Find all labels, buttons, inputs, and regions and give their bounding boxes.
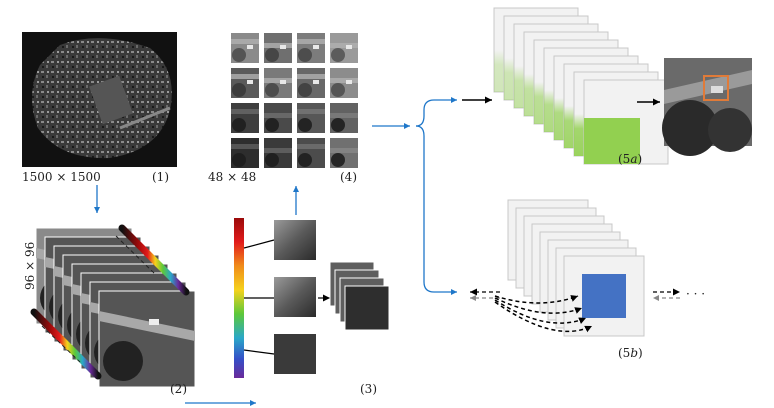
detection-box: [703, 75, 729, 101]
band-stack: [329, 261, 390, 331]
tile-1-0: [231, 68, 259, 98]
spectrum-bar-top: [118, 224, 190, 296]
crop-layer: [98, 290, 196, 388]
tile-0-3: [330, 33, 358, 63]
step-4-label: (4): [340, 170, 357, 184]
tile-1-1: [264, 68, 292, 98]
tile-0-0: [231, 33, 259, 63]
tile-3-0: [231, 138, 259, 168]
tile-2-0: [231, 103, 259, 133]
full-size-label: 1500 × 1500: [22, 170, 101, 184]
crop-stack: 96 × 96: [23, 224, 196, 388]
band-image-2: [274, 277, 316, 317]
branch-to-5a: [415, 97, 457, 127]
step-2-label: (2): [170, 382, 187, 396]
band-image-3: [274, 334, 316, 374]
band-image-1: [274, 220, 316, 260]
cnn-feature-stack: [493, 7, 669, 165]
cnn-layer: [583, 79, 669, 165]
branch-to-5b: [415, 125, 457, 295]
recurrent-feature-stack: [507, 199, 645, 337]
full-aerial-image: [22, 32, 177, 167]
tile-0-2: [297, 33, 325, 63]
step-5b-label: (5b): [618, 346, 643, 360]
crop-size-label: 96 × 96: [23, 242, 37, 290]
band-layer: [344, 285, 390, 331]
spectrum-bar-bottom: [30, 308, 102, 380]
crop-layers: [35, 227, 196, 388]
tile-grid: [231, 33, 358, 168]
recurrent-layer: [563, 255, 645, 337]
detection-result-image: [662, 58, 752, 156]
step-3-label: (3): [360, 382, 377, 396]
tile-3-2: [297, 138, 325, 168]
tile-size-label: 48 × 48: [208, 170, 256, 184]
spectral-decomposition: [234, 218, 390, 378]
tile-3-1: [264, 138, 292, 168]
step-1-label: (1): [152, 170, 169, 184]
tile-2-1: [264, 103, 292, 133]
spectrum-bar-icon: [234, 218, 244, 378]
tile-1-3: [330, 68, 358, 98]
tile-2-3: [330, 103, 358, 133]
recurrent-connections: [494, 295, 593, 333]
ellipsis-label: · · ·: [686, 287, 705, 301]
tile-1-2: [297, 68, 325, 98]
tile-0-1: [264, 33, 292, 63]
tile-3-3: [330, 138, 358, 168]
step-5a-label: (5a): [618, 152, 642, 166]
tile-2-2: [297, 103, 325, 133]
